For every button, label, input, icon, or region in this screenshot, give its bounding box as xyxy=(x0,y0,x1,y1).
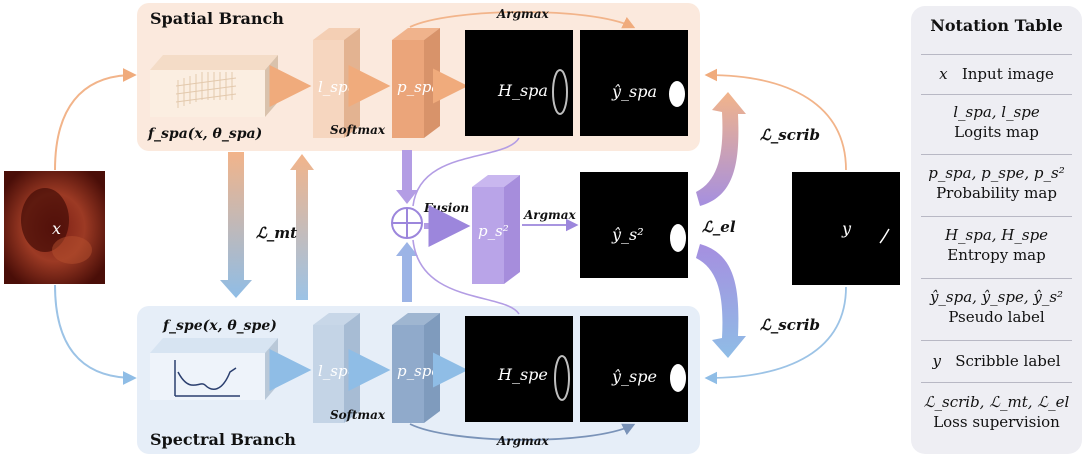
lmt-down-arrow xyxy=(220,152,252,298)
lel-up-arrow xyxy=(696,92,746,206)
notation-row-input: x Input image xyxy=(911,64,1082,84)
h-spa-label: H_spa xyxy=(497,81,548,100)
f-spe-label: f_spe(x, θ_spe) xyxy=(162,318,277,334)
spatial-argmax-arc xyxy=(409,11,636,29)
notation-table-title: Notation Table xyxy=(930,16,1063,35)
lscrib-spatial-arrow xyxy=(704,68,847,171)
spectral-entropy-map xyxy=(465,316,573,422)
lscrib-spectral-label: ℒ_scrib xyxy=(760,316,820,334)
spatial-encoder-block xyxy=(150,55,278,117)
input-image: x xyxy=(4,171,105,284)
notation-row-pseudo: ŷ_spa, ŷ_spe, ŷ_s² Pseudo label xyxy=(911,287,1082,327)
p-spe-label: p_spe xyxy=(397,362,440,380)
notation-symbol: y xyxy=(932,352,941,370)
spectrum-curve-icon xyxy=(174,360,240,397)
fusion-label: Fusion xyxy=(423,201,469,215)
notation-row-loss: ℒ_scrib, ℒ_mt, ℒ_el Loss supervision xyxy=(911,392,1082,432)
input-to-spectral-arrow xyxy=(54,284,137,385)
lmt-up-arrow xyxy=(290,154,314,300)
notation-separator xyxy=(921,154,1072,155)
yhat-spa-label: ŷ_spa xyxy=(611,82,657,101)
notation-desc: Probability map xyxy=(936,184,1057,202)
notation-desc: Logits map xyxy=(954,123,1039,141)
notation-separator xyxy=(921,340,1072,341)
spatial-logits-block xyxy=(313,28,360,138)
argmax-fusion-label: Argmax xyxy=(523,208,576,222)
yhat-s2-label: ŷ_s² xyxy=(611,225,644,244)
notation-separator xyxy=(921,216,1072,217)
notation-separator xyxy=(921,94,1072,95)
spectral-logits-block xyxy=(313,313,360,423)
notation-symbol: p_spa, p_spe, p_s² xyxy=(928,164,1065,182)
input-x-label: x xyxy=(52,219,61,238)
notation-desc: Input image xyxy=(961,65,1054,83)
lscrib-spectral-arrow xyxy=(704,286,847,385)
notation-row-entropy: H_spa, H_spe Entropy map xyxy=(911,225,1082,265)
notation-desc: Pseudo label xyxy=(948,308,1045,326)
notation-separator xyxy=(921,278,1072,279)
lmt-label: ℒ_mt xyxy=(256,224,297,242)
spatial-prob-to-fusion-arrow xyxy=(396,150,418,204)
spatial-entropy-to-fusion-curve xyxy=(412,137,520,207)
scribble-label-map xyxy=(792,172,900,285)
argmax-spectral-label: Argmax xyxy=(496,434,549,448)
lel-label: ℒ_el xyxy=(702,218,736,236)
spatial-pseudo-label-map xyxy=(580,30,688,136)
softmax-spectral-label: Softmax xyxy=(330,408,386,422)
lscrib-spatial-label: ℒ_scrib xyxy=(760,126,820,144)
f-spa-label: f_spa(x, θ_spa) xyxy=(147,126,262,142)
spectral-entropy-to-fusion-curve xyxy=(412,239,520,315)
lel-down-arrow xyxy=(696,244,746,358)
notation-table: Notation Table x Input image l_spa, l_sp… xyxy=(911,6,1082,454)
spectral-encoder-block xyxy=(150,338,278,400)
notation-desc: Entropy map xyxy=(947,246,1046,264)
notation-separator xyxy=(921,382,1072,383)
p-spa-label: p_spa xyxy=(397,78,440,96)
spectral-argmax-arc xyxy=(409,423,636,441)
input-to-spatial-arrow xyxy=(54,68,137,171)
y-label: y xyxy=(841,219,852,238)
p-s2-label: p_s² xyxy=(478,222,509,240)
fused-pseudo-label-map xyxy=(580,172,688,278)
notation-symbol: ℒ_scrib, ℒ_mt, ℒ_el xyxy=(923,393,1070,411)
spatial-prob-block xyxy=(392,28,440,138)
notation-symbol: l_spa, l_spe xyxy=(953,103,1040,121)
notation-row-probability: p_spa, p_spe, p_s² Probability map xyxy=(911,163,1082,203)
notation-symbol: ŷ_spa, ŷ_spe, ŷ_s² xyxy=(929,288,1064,306)
notation-desc: Scribble label xyxy=(955,352,1061,370)
argmax-spatial-label: Argmax xyxy=(496,7,549,21)
spatial-entropy-map xyxy=(465,30,573,136)
spectral-prob-to-fusion-arrow xyxy=(396,242,418,302)
l-spe-label: l_spe xyxy=(318,362,357,380)
fusion-node xyxy=(391,207,423,239)
notation-row-scribble: y Scribble label xyxy=(911,351,1082,371)
spectral-pseudo-label-map xyxy=(580,316,688,422)
notation-symbol: H_spa, H_spe xyxy=(944,226,1049,244)
spatial-branch-title: Spatial Branch xyxy=(150,9,284,28)
h-spe-label: H_spe xyxy=(497,365,548,384)
softmax-spatial-label: Softmax xyxy=(330,123,386,137)
yhat-spe-label: ŷ_spe xyxy=(611,367,657,386)
notation-symbol: x xyxy=(939,65,948,83)
spectral-branch-title: Spectral Branch xyxy=(150,430,296,449)
notation-row-logits: l_spa, l_spe Logits map xyxy=(911,102,1082,142)
spectral-prob-block xyxy=(392,313,440,423)
notation-separator xyxy=(921,54,1072,55)
l-spa-label: l_spa xyxy=(318,78,357,96)
notation-desc: Loss supervision xyxy=(933,413,1060,431)
fused-prob-block xyxy=(472,175,520,284)
